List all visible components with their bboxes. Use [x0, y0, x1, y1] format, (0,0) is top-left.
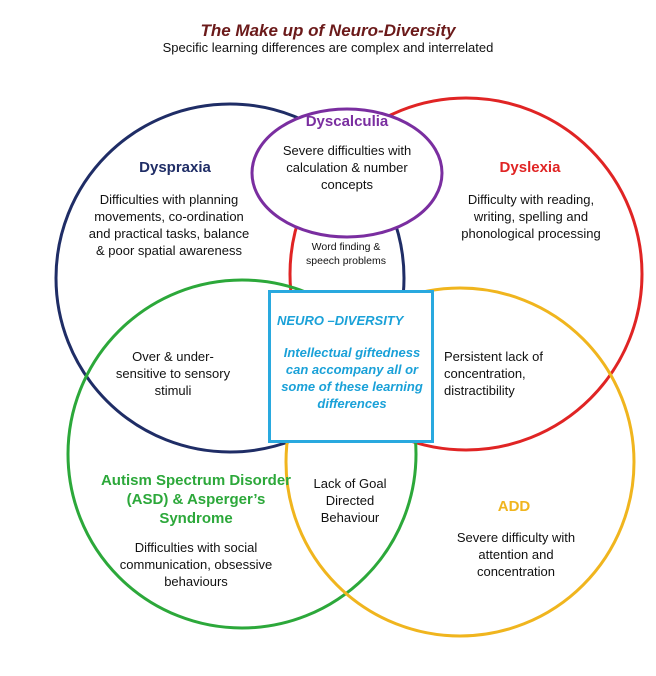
dyscalculia-ellipse — [250, 107, 444, 239]
overlap-concentration: Persistent lack of concentration, distra… — [444, 349, 543, 398]
asd-label: Autism Spectrum Disorder (ASD) & Asperge… — [100, 472, 292, 528]
asd-circle — [66, 278, 418, 630]
diagram-subtitle: Specific learning differences are comple… — [162, 40, 494, 55]
overlap-sensory: Over & under-sensitive to sensory stimul… — [115, 349, 231, 398]
center-title: NEURO –DIVERSITY — [277, 313, 404, 328]
add-circle — [284, 286, 636, 638]
add-label: ADD — [497, 498, 531, 515]
diagram-title: The Make up of Neuro-Diversity — [200, 21, 456, 40]
dyspraxia-description: Difficulties with planning movements, co… — [88, 192, 250, 258]
center-text: Intellectual giftedness can accompany al… — [281, 345, 423, 411]
dyslexia-circle — [288, 96, 644, 452]
dyscalculia-description: Severe difficulties with calculation & n… — [282, 143, 412, 192]
add-description: Severe difficulty with attention and con… — [456, 530, 576, 579]
overlap-goal-directed: Lack of Goal Directed Behaviour — [313, 476, 387, 525]
dyspraxia-circle — [54, 102, 406, 454]
dyspraxia-label: Dyspraxia — [139, 159, 211, 176]
neuro-diversity-box: NEURO –DIVERSITY Intellectual giftedness… — [268, 290, 434, 443]
overlap-word-finding: Word finding & speech problems — [306, 241, 386, 267]
dyslexia-label: Dyslexia — [499, 159, 561, 176]
dyslexia-description: Difficulty with reading, writing, spelli… — [461, 192, 601, 241]
asd-description: Difficulties with social communication, … — [119, 540, 273, 589]
dyscalculia-label: Dyscalculia — [305, 113, 389, 130]
